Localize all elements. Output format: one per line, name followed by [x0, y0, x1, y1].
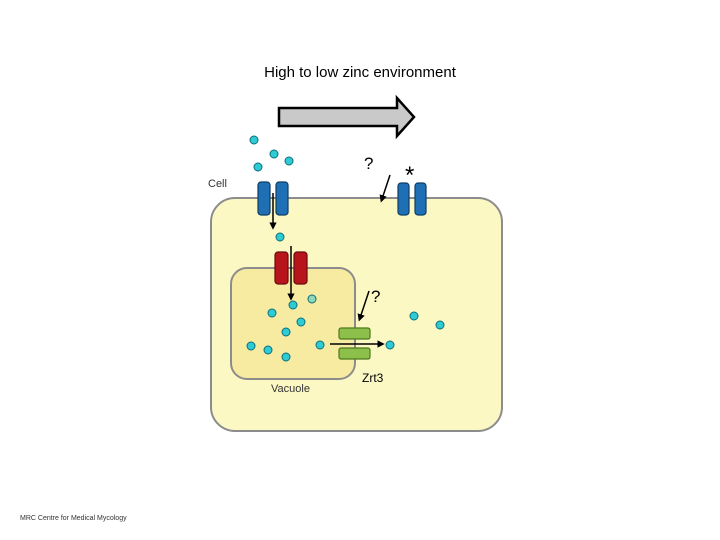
arrow-unknown-lower [357, 290, 370, 322]
zinc-ion [288, 300, 298, 310]
arrow-unknown-upper [379, 174, 391, 203]
vacuole-body [230, 267, 356, 380]
zinc-ion [307, 294, 317, 304]
zinc-ion [296, 317, 306, 327]
asterisk-marker: * [405, 162, 415, 189]
footer-credit: MRC Centre for Medical Mycology [20, 515, 127, 522]
zinc-ion [275, 232, 285, 242]
zinc-ion [246, 341, 256, 351]
environment-shift-arrow [277, 94, 416, 140]
zinc-ion [385, 340, 395, 350]
zinc-ion [315, 340, 325, 350]
unknown-transporter-lower-label: ? [371, 287, 381, 306]
zrt3-label: Zrt3 [362, 371, 384, 385]
zinc-ion [435, 320, 445, 330]
cell-label: Cell [208, 178, 227, 190]
vacuole-label: Vacuole [271, 383, 310, 395]
plasma-membrane-transporter-left [257, 181, 289, 216]
zinc-ion [253, 162, 263, 172]
zinc-ion [284, 156, 294, 166]
unknown-transporter-upper-label: ? [364, 154, 374, 173]
zinc-ion [267, 308, 277, 318]
zinc-ion [263, 345, 273, 355]
zinc-ion [281, 327, 291, 337]
zinc-ions [246, 135, 445, 362]
zrt3-transporter [338, 327, 371, 360]
vacuolar-influx-transporter [274, 251, 308, 285]
zinc-ion [269, 149, 279, 159]
plasma-membrane-transporter-right [397, 182, 427, 216]
zinc-ion [249, 135, 259, 145]
zinc-ion [281, 352, 291, 362]
diagram-title: High to low zinc environment [264, 64, 456, 81]
zinc-ion [409, 311, 419, 321]
